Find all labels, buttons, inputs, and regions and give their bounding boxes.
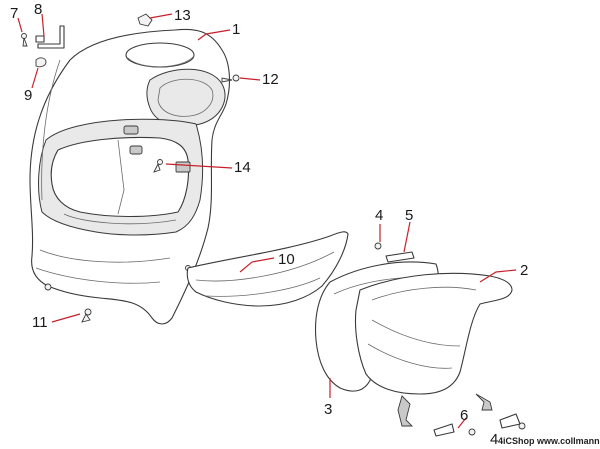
leader-14 bbox=[165, 163, 233, 169]
leader-2 bbox=[479, 269, 517, 283]
callout-labels: 1 2 3 4 5 6 4 7 8 9 10 11 12 13 14 bbox=[10, 1, 528, 448]
shop-watermark: 4iCShop www.collmann.eu bbox=[498, 436, 600, 446]
clips-part-6 bbox=[433, 413, 521, 437]
leader-11 bbox=[51, 313, 81, 323]
screw-part-4-lower bbox=[468, 422, 526, 436]
side-cover-part-2 bbox=[354, 272, 513, 427]
screw-part-4-upper bbox=[374, 242, 382, 250]
leader-10 bbox=[239, 257, 275, 273]
bracket-part-5 bbox=[385, 251, 415, 263]
callout-1: 1 bbox=[232, 21, 240, 38]
callout-5: 5 bbox=[405, 207, 413, 224]
screw-part-7 bbox=[21, 33, 28, 47]
leader-8 bbox=[41, 13, 45, 37]
callout-4-upper: 4 bbox=[375, 207, 383, 224]
callout-11: 11 bbox=[32, 314, 48, 331]
leader-5 bbox=[403, 221, 411, 253]
front-shield-part-1 bbox=[29, 28, 231, 325]
leader-7 bbox=[17, 17, 23, 33]
screw-part-11 bbox=[81, 308, 92, 323]
leader-13 bbox=[149, 13, 173, 19]
leader-lines bbox=[17, 13, 517, 429]
callout-7: 7 bbox=[10, 5, 18, 22]
leader-12 bbox=[239, 77, 261, 81]
leader-6 bbox=[457, 417, 467, 429]
bracket-part-8 bbox=[35, 25, 65, 49]
clip-part-13 bbox=[137, 13, 153, 27]
screw-part-14 bbox=[153, 159, 163, 173]
callout-4-lower: 4 bbox=[490, 431, 498, 448]
callout-14: 14 bbox=[234, 159, 251, 176]
lower-panel-part-10 bbox=[186, 231, 349, 307]
callout-10: 10 bbox=[278, 251, 295, 268]
callout-8: 8 bbox=[34, 1, 42, 18]
leader-9 bbox=[31, 67, 39, 89]
callout-9: 9 bbox=[24, 87, 32, 104]
callout-6: 6 bbox=[460, 407, 468, 424]
leader-1 bbox=[197, 29, 231, 41]
screw-part-12 bbox=[221, 74, 240, 83]
callout-12: 12 bbox=[262, 71, 279, 88]
callout-3: 3 bbox=[324, 401, 332, 418]
clip-part-9 bbox=[35, 57, 47, 68]
callout-13: 13 bbox=[174, 7, 191, 24]
callout-2: 2 bbox=[520, 262, 528, 279]
